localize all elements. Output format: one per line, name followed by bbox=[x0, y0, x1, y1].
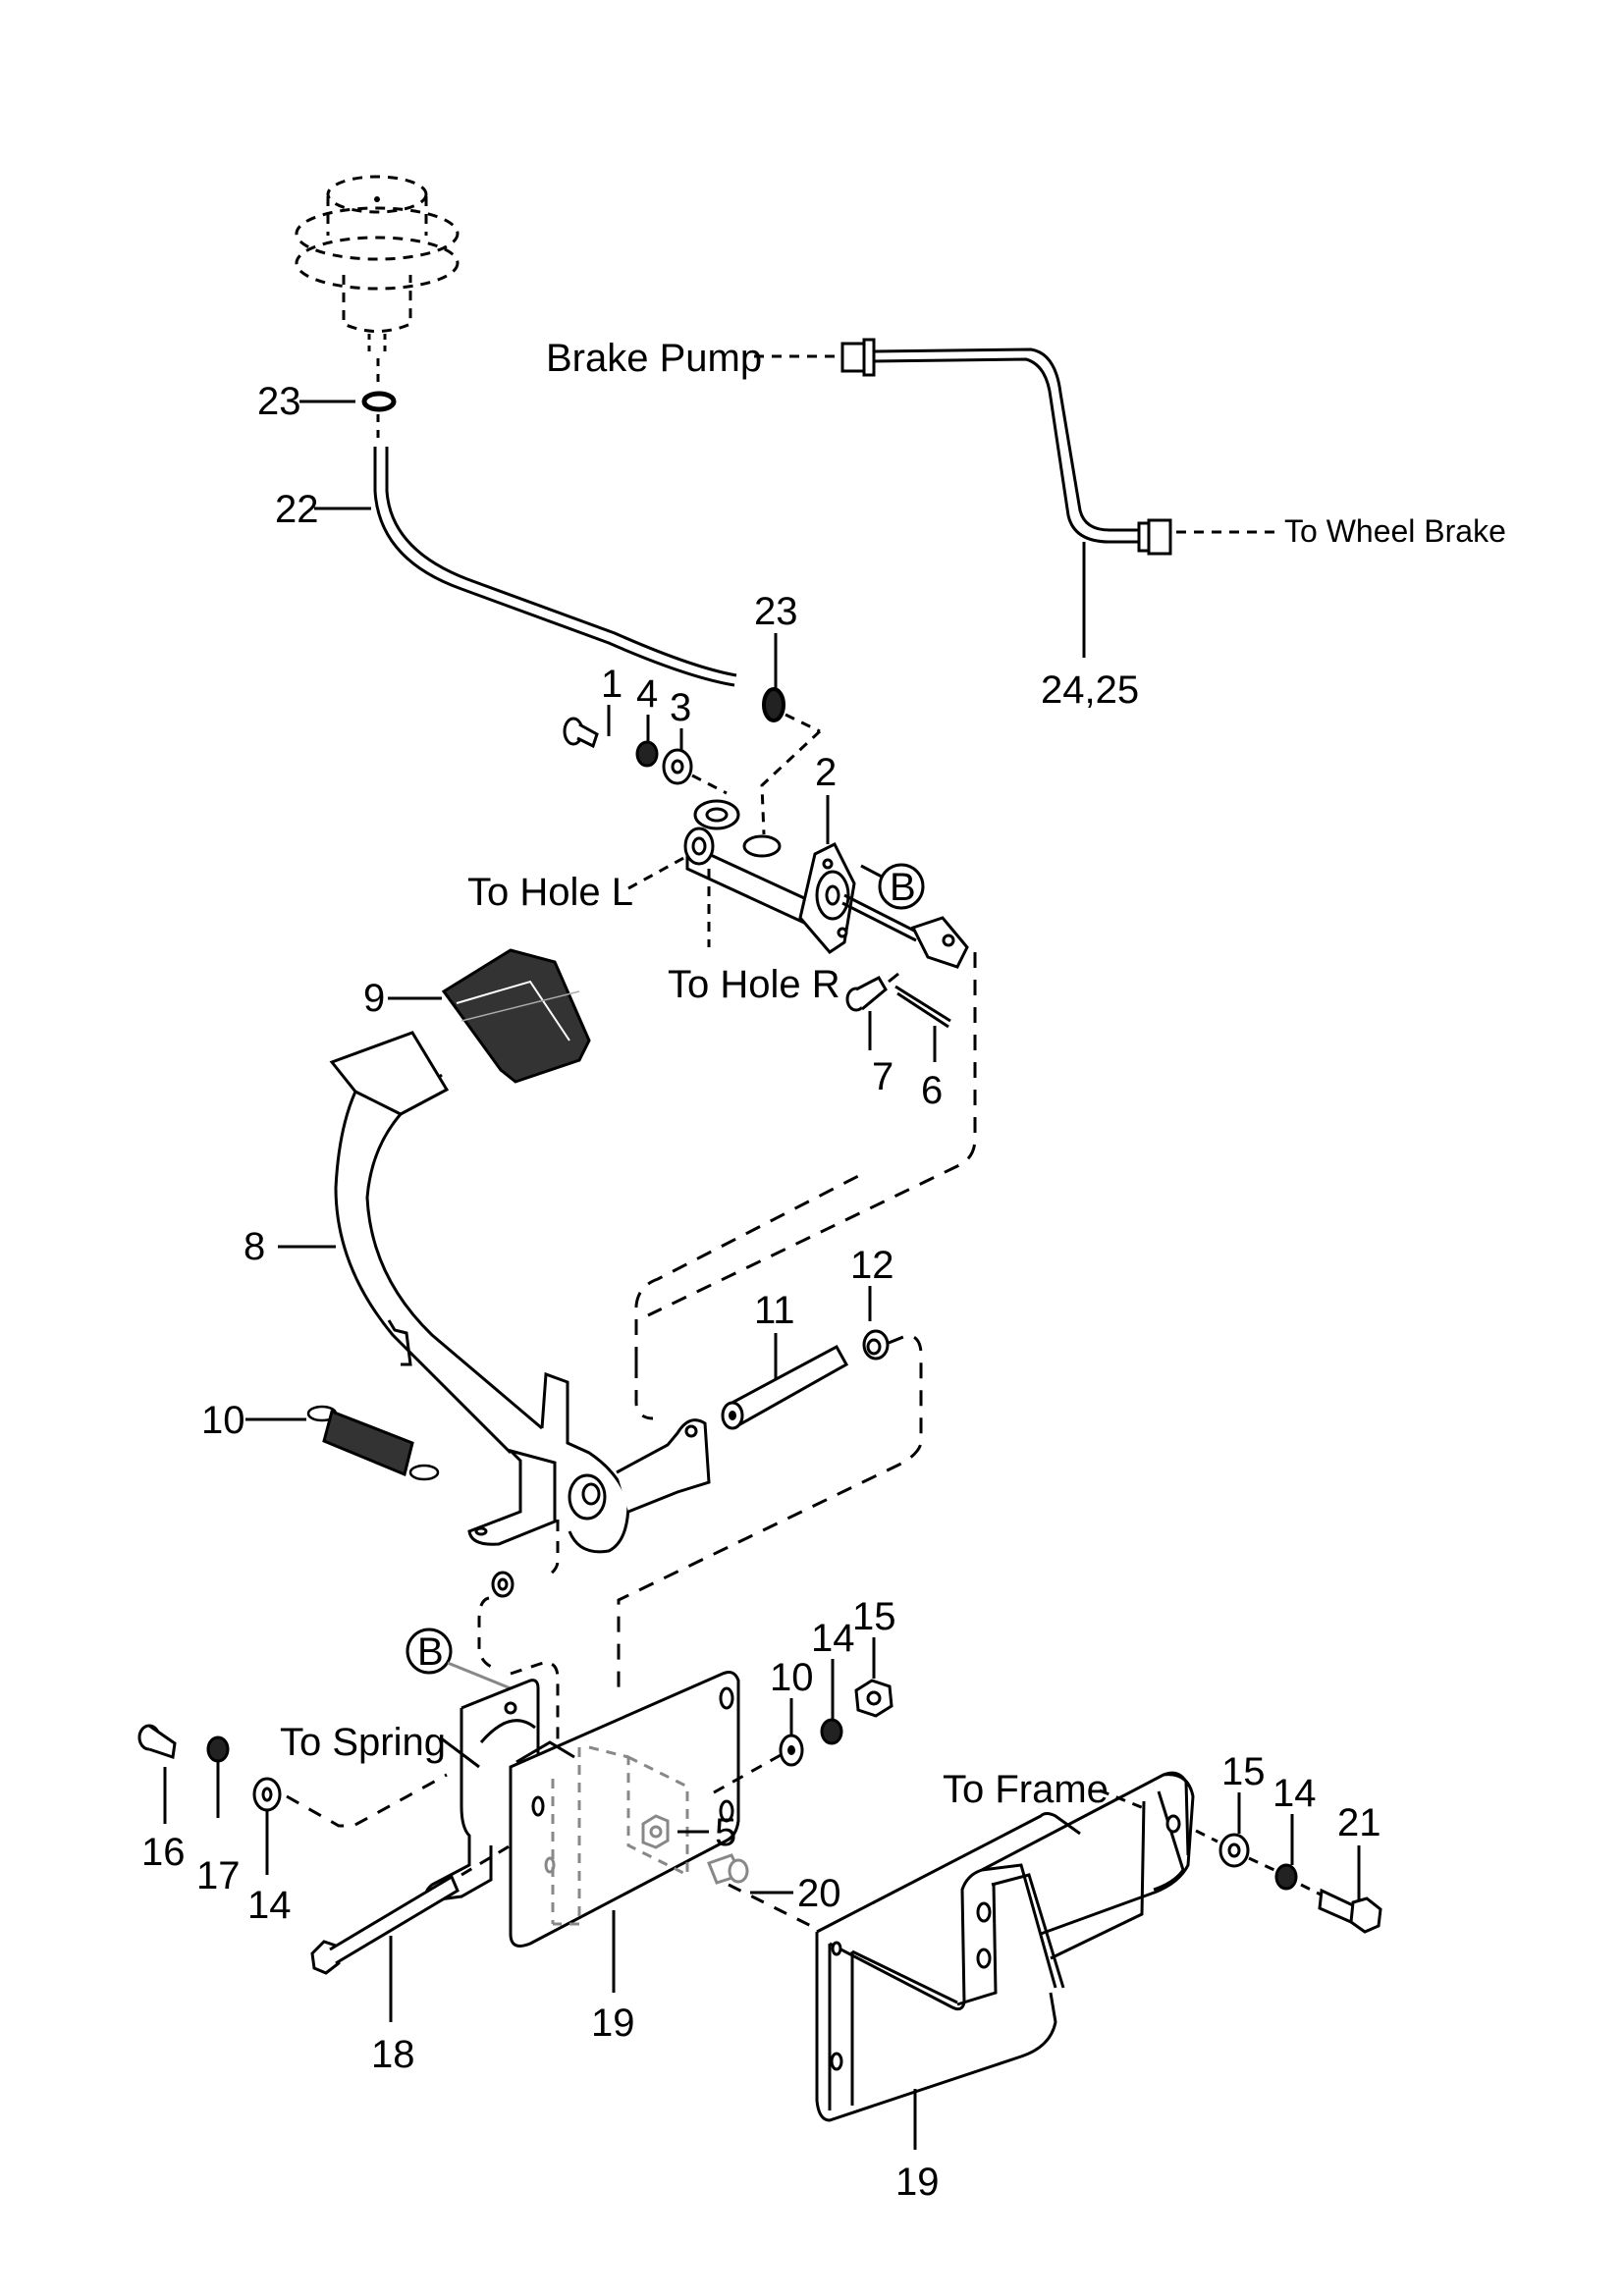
bolt-21 bbox=[1318, 1888, 1382, 1934]
callout-15-left: 14 bbox=[247, 1884, 292, 1927]
reference-mark-B-lower: B bbox=[406, 1628, 453, 1675]
cotter-pin-6 bbox=[894, 985, 951, 1029]
leader-to-frame bbox=[1099, 1789, 1145, 1810]
callout-13: 18 bbox=[371, 2033, 415, 2076]
callout-4: 4 bbox=[636, 672, 658, 716]
callout-11: 11 bbox=[754, 1289, 795, 1332]
brake-fluid-reservoir bbox=[295, 175, 460, 353]
callout-22: 22 bbox=[275, 488, 319, 531]
washer-3 bbox=[662, 748, 693, 785]
reference-mark-B-upper: B bbox=[878, 863, 925, 910]
label-to-spring: To Spring bbox=[280, 1721, 446, 1764]
brake-pipe-24-25 bbox=[840, 338, 1172, 556]
callout-21: 21 bbox=[1337, 1801, 1381, 1844]
mounting-bracket-18 bbox=[424, 1671, 740, 1948]
callout-15-upper: 14 bbox=[811, 1617, 855, 1660]
frame-bracket-19 bbox=[815, 1771, 1195, 2122]
label-brake-pump: Brake Pump bbox=[546, 337, 762, 380]
nut-5 bbox=[641, 1814, 670, 1849]
callout-17: 16 bbox=[141, 1831, 186, 1874]
washer-4 bbox=[635, 740, 659, 768]
bolt-20 bbox=[707, 1853, 749, 1885]
callout-10: 10 bbox=[201, 1399, 245, 1442]
callout-8: 8 bbox=[244, 1225, 265, 1268]
assembly-line-pin-upper bbox=[634, 1171, 865, 1362]
callout-3: 3 bbox=[670, 686, 691, 729]
callout-19: 19 bbox=[895, 2161, 940, 2204]
return-spring-10 bbox=[306, 1405, 440, 1481]
lock-washer-15-upper bbox=[820, 1718, 843, 1745]
callout-14-right: 14 bbox=[1272, 1772, 1317, 1815]
callout-14-upper: 10 bbox=[770, 1656, 814, 1699]
callout-18: 19 bbox=[591, 2002, 635, 2045]
long-bolt-13 bbox=[310, 1874, 460, 1975]
bolt-1 bbox=[563, 717, 599, 749]
callout-1: 1 bbox=[601, 663, 623, 706]
callout-16: 15 bbox=[852, 1595, 896, 1638]
flat-washer-15-left bbox=[252, 1777, 282, 1812]
label-to-hole-r: To Hole R bbox=[668, 963, 840, 1006]
brake-pedal-arm-8 bbox=[329, 1031, 711, 1554]
callout-20: 20 bbox=[797, 1872, 841, 1915]
hose-22 bbox=[373, 447, 737, 687]
lock-washer-14-right bbox=[1274, 1863, 1298, 1891]
callout-23a: 23 bbox=[257, 380, 301, 423]
label-to-hole-l: To Hole L bbox=[467, 871, 633, 914]
callout-14-left: 17 bbox=[196, 1854, 241, 1897]
leader-B-upper bbox=[860, 864, 883, 879]
leader-to-hole-l bbox=[627, 854, 688, 890]
assembly-line-nut-16 bbox=[706, 1753, 782, 1798]
bolt-17 bbox=[137, 1724, 177, 1759]
flat-washer-15-right bbox=[1218, 1833, 1250, 1868]
hose-clamp-23-lower bbox=[760, 687, 822, 835]
callout-23b: 23 bbox=[754, 590, 798, 633]
label-to-wheel-brake: To Wheel Brake bbox=[1284, 513, 1506, 549]
label-to-frame: To Frame bbox=[943, 1768, 1109, 1811]
bushing-lower bbox=[491, 1571, 514, 1598]
svg-text:B: B bbox=[417, 1630, 444, 1674]
svg-text:B: B bbox=[890, 866, 916, 909]
master-cylinder-2 bbox=[683, 799, 969, 969]
clevis-pin-7 bbox=[845, 976, 888, 1012]
leader-to-spring bbox=[439, 1735, 480, 1769]
assembly-line-bolt-20 bbox=[728, 1883, 816, 1930]
callout-12: 12 bbox=[850, 1244, 894, 1287]
callout-9: 9 bbox=[363, 977, 385, 1020]
leader-B-lower bbox=[447, 1661, 512, 1690]
hex-nut-16 bbox=[854, 1679, 893, 1718]
callout-6: 6 bbox=[921, 1069, 943, 1112]
assembly-line-bolt-17 bbox=[286, 1773, 448, 1828]
callout-2: 2 bbox=[815, 751, 837, 794]
flat-washer-14-upper bbox=[779, 1734, 804, 1767]
callout-24-25: 24,25 bbox=[1041, 668, 1139, 712]
leader-washer-dash bbox=[691, 774, 728, 795]
pivot-shaft-11 bbox=[721, 1344, 849, 1430]
hose-clamp-23-upper bbox=[361, 358, 397, 440]
callout-5: 5 bbox=[715, 1811, 736, 1854]
lock-washer-14-left bbox=[206, 1735, 230, 1763]
callout-15-right: 15 bbox=[1221, 1750, 1266, 1793]
callout-7: 7 bbox=[872, 1055, 893, 1098]
assembly-line-clevis bbox=[647, 952, 977, 1317]
bushing-12 bbox=[862, 1329, 890, 1361]
pedal-pad-9 bbox=[441, 948, 591, 1084]
